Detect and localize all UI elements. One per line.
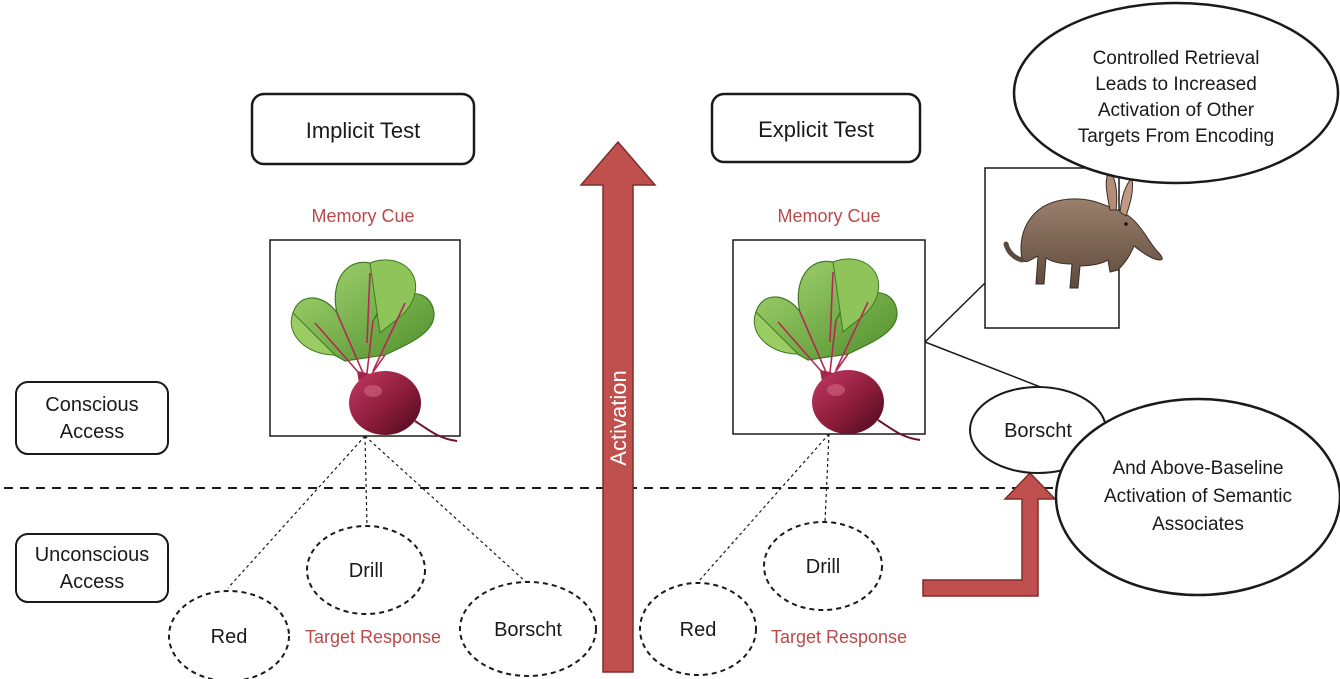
- implicit-target-response-label: Target Response: [305, 627, 441, 647]
- implicit-borscht-node: [459, 581, 597, 677]
- conscious-access-line-2: Access: [60, 421, 124, 443]
- explicit-memory-cue-label: Memory Cue: [777, 206, 880, 226]
- semantic-activation-arrow: [922, 471, 1057, 597]
- unconscious-access-box: [15, 533, 169, 603]
- implicit-test-title: Implicit Test: [306, 118, 421, 143]
- explicit-red-node: [639, 582, 757, 676]
- connector-to-aardvark: [924, 282, 986, 343]
- implicit-test-panel: Implicit Test Memory Cue Red Drill Borsc…: [168, 92, 597, 679]
- implicit-red-label: Red: [211, 626, 248, 648]
- explicit-test-panel: Explicit Test Memory Cue Red Drill Targe…: [639, 1, 1340, 676]
- controlled-retrieval-callout: [1012, 1, 1340, 185]
- explicit-red-label: Red: [680, 619, 717, 641]
- explicit-target-response-label: Target Response: [771, 627, 907, 647]
- semantic-callout-line-3: Associates: [1152, 514, 1244, 535]
- conscious-access-box: [15, 381, 169, 455]
- explicit-test-box: [710, 92, 922, 164]
- explicit-borscht-label: Borscht: [1004, 420, 1072, 442]
- controlled-callout-line-4: Targets From Encoding: [1078, 126, 1274, 147]
- activation-arrow: Activation: [579, 140, 657, 673]
- explicit-drill-node: [763, 521, 883, 611]
- explicit-test-title: Explicit Test: [758, 117, 874, 142]
- unconscious-access-line-2: Access: [60, 571, 124, 593]
- semantic-associates-callout: [1054, 397, 1340, 597]
- implicit-memory-cue-label: Memory Cue: [311, 206, 414, 226]
- implicit-association-links: [227, 435, 527, 589]
- implicit-borscht-label: Borscht: [494, 619, 562, 641]
- semantic-callout-line-2: Activation of Semantic: [1104, 486, 1292, 507]
- implicit-drill-label: Drill: [349, 560, 383, 582]
- activation-arrow-shape: [579, 140, 657, 673]
- implicit-drill-node: [306, 525, 426, 615]
- unconscious-access-line-1: Unconscious: [35, 544, 150, 566]
- explicit-association-links: [697, 433, 830, 583]
- controlled-callout-line-1: Controlled Retrieval: [1093, 48, 1260, 69]
- semantic-callout-line-1: And Above-Baseline: [1112, 458, 1283, 479]
- explicit-drill-label: Drill: [806, 556, 840, 578]
- implicit-test-box: [250, 92, 476, 166]
- conscious-access-line-1: Conscious: [45, 394, 138, 416]
- controlled-callout-line-2: Leads to Increased: [1095, 74, 1257, 95]
- activation-label: Activation: [606, 370, 631, 465]
- left-labels: Conscious Access Unconscious Access: [15, 381, 169, 603]
- controlled-callout-line-3: Activation of Other: [1098, 100, 1255, 121]
- connector-to-borscht: [924, 341, 1044, 389]
- implicit-red-node: [168, 590, 290, 679]
